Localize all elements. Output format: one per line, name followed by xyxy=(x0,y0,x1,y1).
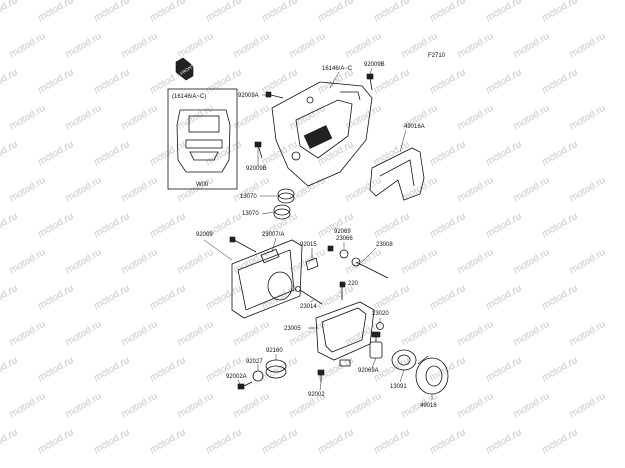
label-92160: 92160 xyxy=(266,348,283,354)
label-92002: 92002 xyxy=(308,392,325,398)
bolt-92009B-side xyxy=(254,141,263,159)
label-23008: 23008 xyxy=(376,242,393,248)
label-92069a: 92069A xyxy=(358,368,379,374)
spring-23066 xyxy=(339,249,349,259)
inset-box: (16146/A~C) W00 xyxy=(167,88,238,190)
label-16146: 16146/A~C xyxy=(322,66,353,72)
part-labels: 16146/A~C 92009B 92009A 92009B 49016A 13… xyxy=(196,62,437,409)
bolt-92002A xyxy=(237,381,253,390)
adjuster-23014 xyxy=(295,286,323,305)
label-23066: 23066 xyxy=(336,236,353,242)
bulb-92069A xyxy=(369,331,383,359)
label-23005: 23005 xyxy=(284,326,301,332)
label-92027: 92027 xyxy=(246,359,263,365)
headlight-cover xyxy=(271,81,373,187)
headlight-housing xyxy=(315,301,375,367)
headlight-unit xyxy=(231,239,303,319)
grommet-lower xyxy=(273,204,291,220)
label-220: 220 xyxy=(348,281,359,287)
label-23020: 23020 xyxy=(372,311,389,317)
label-49016: 49016 xyxy=(420,403,437,409)
label-49016a: 49016A xyxy=(404,124,425,130)
leader-lines xyxy=(203,67,433,400)
label-23007: 23007/A xyxy=(262,232,284,238)
label-92009b-side: 92009B xyxy=(246,166,267,172)
front-direction-badge: FRONT xyxy=(175,57,195,81)
label-92015: 92015 xyxy=(300,242,317,248)
socket-13091 xyxy=(391,349,417,371)
collar-92027 xyxy=(252,370,264,382)
bolt-92009 xyxy=(229,236,257,253)
fairing-bracket xyxy=(369,147,425,201)
label-92002a: 92002A xyxy=(226,374,247,380)
inset-caption: W00 xyxy=(196,182,209,188)
label-23014: 23014 xyxy=(300,304,317,310)
adjuster-screw-23008 xyxy=(351,257,389,279)
nut-92069 xyxy=(327,245,334,252)
figure-code: F2710 xyxy=(428,53,446,59)
retainer-23020 xyxy=(376,322,384,330)
grommet-92160 xyxy=(265,359,287,379)
label-13091: 13091 xyxy=(390,384,407,390)
bolt-92009A xyxy=(265,91,284,99)
inset-title: (16146/A~C) xyxy=(172,94,206,100)
clip-92015 xyxy=(305,257,319,271)
dust-cover-49016 xyxy=(415,355,449,395)
label-92009a: 92009A xyxy=(238,93,259,99)
label-92069: 92069 xyxy=(334,229,351,235)
bolt-92002 xyxy=(317,369,325,382)
label-13070-lower: 13070 xyxy=(242,211,259,217)
label-92009b-top: 92009B xyxy=(364,62,385,68)
grommet-upper xyxy=(277,188,295,204)
label-13070-upper: 13070 xyxy=(240,194,257,200)
bolt-92009B-top xyxy=(366,73,374,91)
label-92009: 92009 xyxy=(196,232,213,238)
